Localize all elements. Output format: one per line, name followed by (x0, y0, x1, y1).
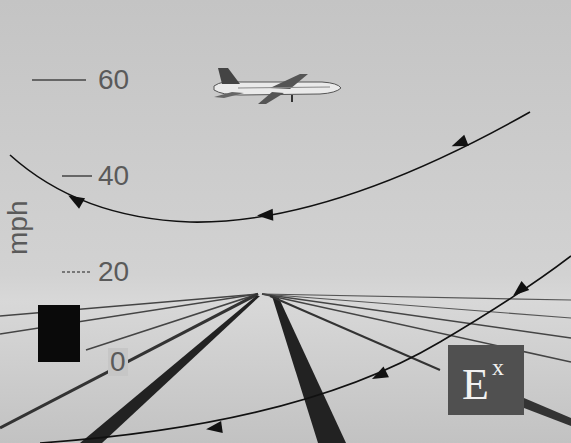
logo-badge: Ex (448, 345, 524, 415)
flow-arrowheads (65, 135, 529, 435)
scale-tick (62, 271, 92, 273)
runway-lines (0, 294, 571, 443)
speed-bar (38, 305, 80, 362)
logo-letter: E (462, 363, 489, 407)
scale-tick (32, 79, 86, 81)
scale-unit: mph (4, 201, 32, 255)
scale-value: 20 (98, 258, 129, 286)
scale-value: 0 (108, 348, 128, 376)
logo-exponent: x (492, 355, 504, 379)
air-flow-lines (10, 112, 571, 443)
scale-value: 60 (98, 66, 129, 94)
airplane (214, 68, 341, 104)
scale-value: 40 (98, 162, 129, 190)
scale-tick (62, 175, 92, 177)
